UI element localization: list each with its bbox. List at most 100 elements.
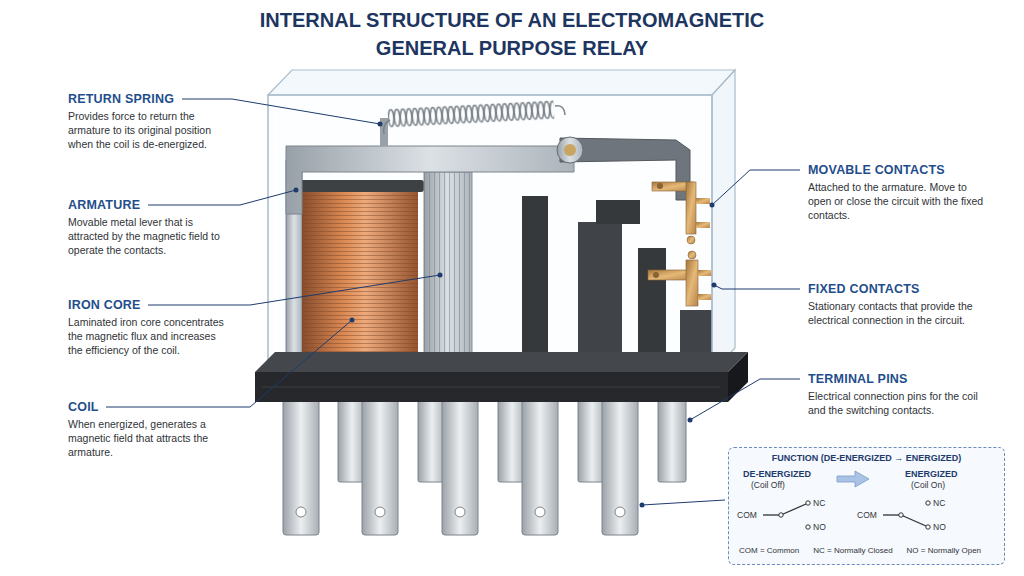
label-slot: ARMATURE: [68, 198, 268, 213]
switch-line: [901, 515, 926, 526]
case-highlight: [275, 104, 277, 360]
terminal-pin: [602, 395, 638, 535]
switch-terminal: [926, 501, 930, 505]
base-front: [255, 372, 728, 402]
switch-line: [883, 514, 899, 515]
label-slot: MOVABLE CONTACTS: [808, 163, 1008, 178]
text-slot: (Coil Off): [751, 480, 785, 491]
base-rib: [262, 387, 720, 388]
switch-line: [763, 514, 779, 515]
text-slot: FUNCTION (DE-ENERGIZED → ENERGIZED): [729, 453, 1004, 464]
terminal-pin: [658, 390, 686, 482]
function-box: FUNCTION (DE-ENERGIZED → ENERGIZED) DE-EN…: [728, 447, 1005, 565]
label-slot: FIXED CONTACTS: [808, 282, 1008, 297]
pin-hole: [296, 507, 306, 517]
label-slot: Movable metal lever that is attracted by…: [68, 215, 233, 257]
text-slot: (Coil On): [911, 480, 945, 491]
leader-line: [712, 170, 800, 205]
part-description: Stationary contacts that provide the ele…: [808, 299, 993, 327]
pin-hole: [455, 507, 465, 517]
leader-dot: [688, 418, 693, 423]
label-slot: TERMINAL PINS: [808, 372, 1008, 387]
part-name: FIXED CONTACTS: [808, 282, 1008, 297]
leader-dot: [710, 203, 715, 208]
switch-terminal: [926, 525, 930, 529]
leader-lines: [106, 99, 800, 505]
text-slot: NC = Normally Closed: [813, 546, 892, 556]
terminal-pin: [522, 395, 558, 535]
abbreviation-key: NO = Normally Open: [907, 546, 981, 556]
state-note: (Coil Off): [751, 480, 785, 491]
text-slot: NO = Normally Open: [907, 546, 981, 556]
state-name: ENERGIZED: [905, 469, 958, 480]
text-slot: COM: [737, 510, 757, 520]
text-slot: NO: [813, 522, 826, 532]
part-name: RETURN SPRING: [68, 92, 268, 107]
terminal-pin: [442, 395, 478, 535]
leader-line: [714, 285, 800, 289]
pin-name: COM: [857, 510, 877, 520]
diagram-title: INTERNAL STRUCTURE OF AN ELECTROMAGNETIC…: [232, 6, 792, 62]
pin-name: COM: [737, 510, 757, 520]
state-arrow: [837, 471, 869, 487]
label-slot: IRON CORE: [68, 298, 268, 313]
part-name: MOVABLE CONTACTS: [808, 163, 1008, 178]
part-description: Laminated iron core concentrates the mag…: [68, 315, 233, 357]
text-slot: DE-ENERGIZED: [743, 469, 811, 480]
leader-line: [148, 190, 296, 205]
leader-dot: [712, 283, 717, 288]
terminal-pin: [362, 395, 398, 535]
part-description: Attached to the armature. Move to open o…: [808, 180, 993, 222]
part-description: Movable metal lever that is attracted by…: [68, 215, 233, 257]
leader-dot: [438, 273, 443, 278]
text-slot: COM = Common: [739, 546, 799, 556]
pin-hole: [375, 507, 385, 517]
pin-hole: [535, 507, 545, 517]
pin-name: NC: [813, 498, 825, 508]
pin-name: NO: [933, 522, 946, 532]
title-slot: INTERNAL STRUCTURE OF AN ELECTROMAGNETIC…: [232, 6, 792, 62]
leader-dot: [378, 122, 383, 127]
pin-name: NO: [813, 522, 826, 532]
leader-line: [690, 379, 800, 420]
label-slot: Provides force to return the armature to…: [68, 109, 233, 151]
leader-line: [182, 99, 380, 124]
base-top: [255, 352, 748, 372]
text-slot: NC: [933, 498, 945, 508]
switch-terminal: [779, 513, 783, 517]
part-name: COIL: [68, 400, 268, 415]
switch-terminal: [806, 525, 810, 529]
part-name: TERMINAL PINS: [808, 372, 1008, 387]
leader-dots: [294, 122, 717, 508]
part-description: When energized, generates a magnetic fie…: [68, 417, 233, 459]
part-description: Provides force to return the armature to…: [68, 109, 233, 151]
label-slot: When energized, generates a magnetic fie…: [68, 417, 233, 459]
leader-line: [642, 500, 725, 505]
label-slot: Attached to the armature. Move to open o…: [808, 180, 993, 222]
part-name: IRON CORE: [68, 298, 268, 313]
switch-terminal: [806, 501, 810, 505]
text-slot: ENERGIZED: [905, 469, 958, 480]
case-top: [268, 70, 735, 95]
leader-line: [148, 275, 440, 305]
case-front: [268, 95, 712, 372]
leader-dot: [350, 318, 355, 323]
state-note: (Coil On): [911, 480, 945, 491]
pin-hole: [615, 507, 625, 517]
part-description: Electrical connection pins for the coil …: [808, 389, 993, 417]
label-slot: Stationary contacts that provide the ele…: [808, 299, 993, 327]
pin-name: NC: [933, 498, 945, 508]
text-slot: NC: [813, 498, 825, 508]
leader-dot: [294, 188, 299, 193]
label-slot: Electrical connection pins for the coil …: [808, 389, 993, 417]
label-slot: RETURN SPRING: [68, 92, 268, 107]
leader-dot: [640, 503, 645, 508]
part-name: ARMATURE: [68, 198, 268, 213]
text-slot: COM: [857, 510, 877, 520]
base-side: [728, 352, 748, 402]
box-heading: FUNCTION (DE-ENERGIZED → ENERGIZED): [729, 453, 1004, 464]
abbreviation-key: COM = Common: [739, 546, 799, 556]
switch-terminal: [899, 513, 903, 517]
label-slot: COIL: [68, 400, 268, 415]
